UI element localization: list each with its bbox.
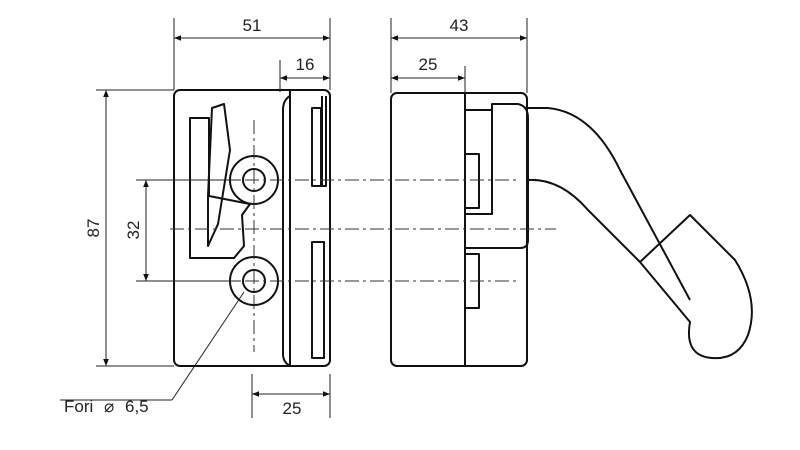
- diameter-symbol-icon: ⌀: [104, 397, 114, 416]
- dim-side-body: 25: [419, 55, 438, 74]
- hole-note: Fori ⌀ 6,5: [60, 291, 245, 416]
- hole-note-text: Fori ⌀ 6,5: [64, 397, 149, 416]
- hole-note-value: 6,5: [125, 397, 149, 416]
- side-pin-upper: [464, 153, 480, 209]
- front-view: [173, 89, 331, 367]
- front-body-outline: [173, 89, 331, 367]
- front-clamp-plate: [282, 90, 291, 367]
- side-jaw-inner: [465, 110, 493, 215]
- side-tube: [527, 107, 691, 301]
- dim-hole-spacing: 32: [124, 221, 143, 240]
- hole-note-label: Fori: [64, 397, 93, 416]
- hole-note-leader: [171, 291, 245, 401]
- side-handle-sleeve: [639, 214, 753, 360]
- center-lines: [170, 120, 556, 352]
- front-gasket-strip: [207, 103, 231, 247]
- dim-bottom-width: 25: [283, 399, 302, 418]
- side-clamp-jaw: [465, 103, 529, 249]
- dim-front-channel: 16: [296, 55, 315, 74]
- dim-front-width: 51: [243, 16, 262, 35]
- front-slot-top: [321, 96, 327, 187]
- dim-side-depth: 43: [450, 16, 469, 35]
- dimension-lines: [96, 18, 528, 418]
- front-pocket-outline: [189, 117, 251, 259]
- front-inner-slot-upper: [311, 107, 322, 187]
- front-inner-slot-lower: [311, 241, 325, 359]
- dim-height: 87: [84, 219, 103, 238]
